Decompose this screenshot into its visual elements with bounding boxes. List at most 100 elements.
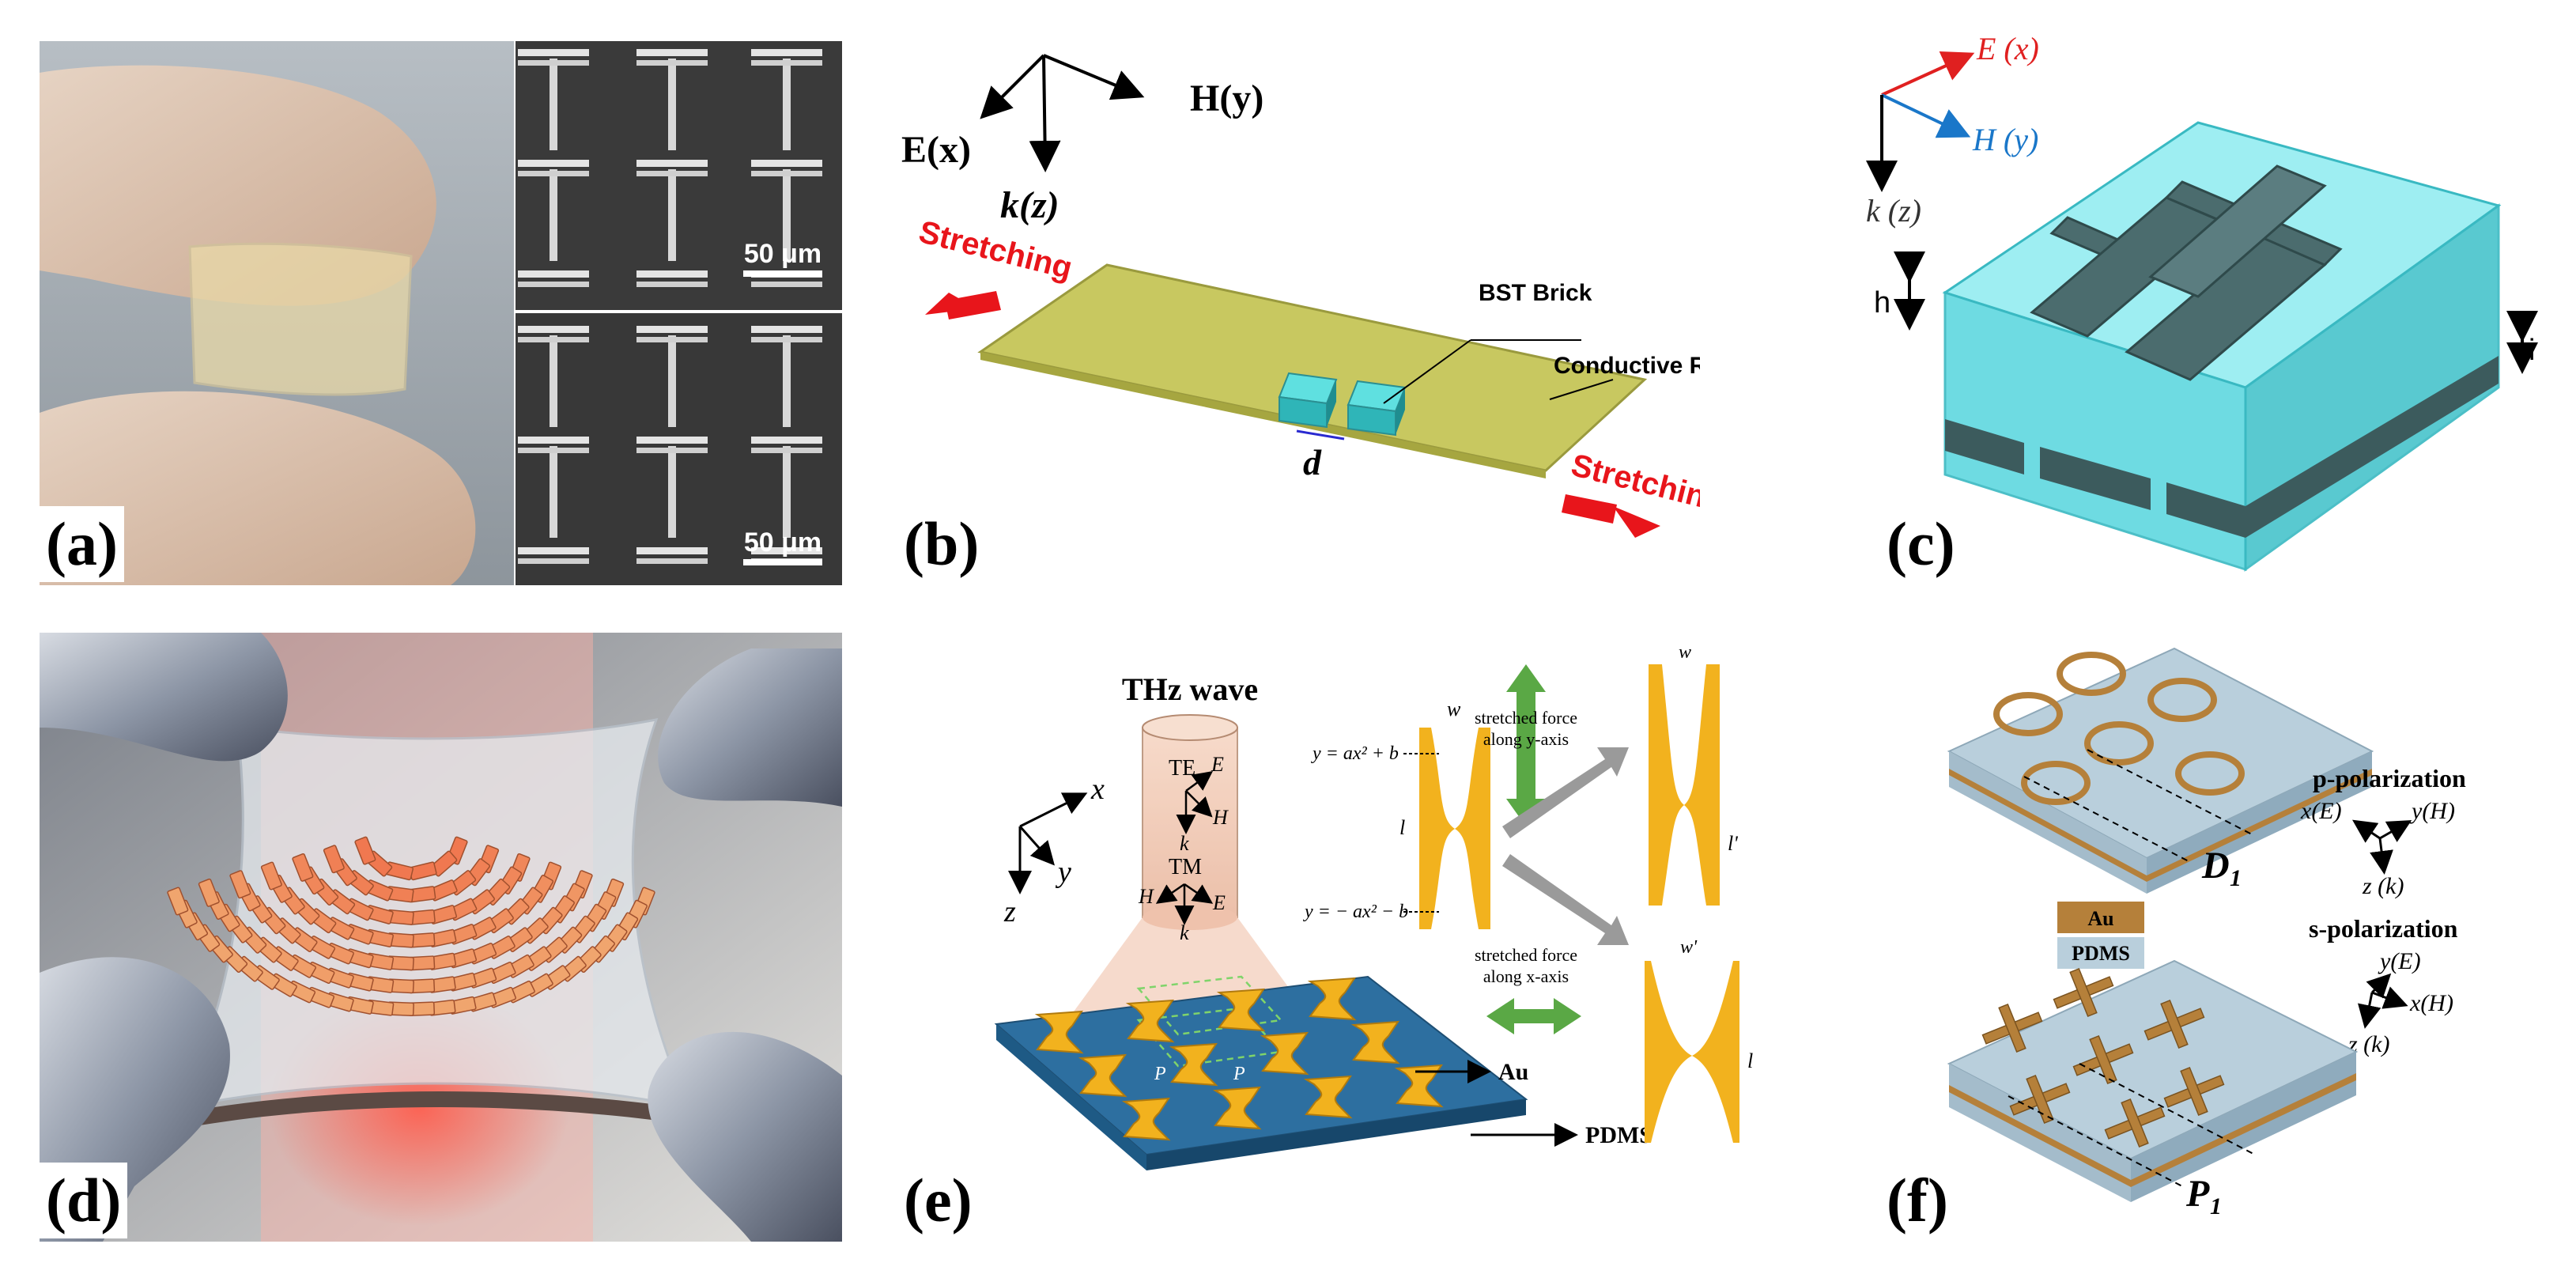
au-resonator	[1216, 988, 1266, 1032]
cross-arm-v	[2160, 999, 2189, 1049]
scalebar-top-label: 50 μm	[744, 239, 822, 269]
panel-a-figure: 50 μm 50 μm	[40, 41, 842, 585]
axis-y-label-e: y	[1055, 856, 1071, 889]
au-resonator	[1394, 1064, 1444, 1108]
tm-vectors	[1155, 883, 1214, 925]
axis-k-label-c: k (z)	[1866, 193, 1921, 229]
sem-bar	[636, 270, 708, 278]
scalebar-top	[743, 270, 822, 277]
thz-wave-title: THz wave	[1122, 671, 1258, 707]
x-e-label: x(E)	[2300, 798, 2342, 824]
bottom-slab-au-layer	[1949, 1073, 2356, 1187]
te-vectors	[1176, 771, 1214, 834]
l-prime-label: l'	[1728, 832, 1738, 855]
period-px-label: P	[1233, 1064, 1245, 1084]
legend-pdms-label: PDMS	[2072, 942, 2130, 965]
force-x-line2: along x-axis	[1483, 966, 1569, 986]
te-label: TE	[1169, 756, 1195, 781]
unit-shape-y-stretched	[1649, 664, 1720, 906]
sem-stem	[668, 335, 676, 427]
unit-shape-x-stretched	[1645, 961, 1739, 1143]
dark-strip-3	[2166, 482, 2246, 538]
panel-e: THz wave TE TM E H k H E k x y z	[973, 648, 1811, 1202]
eq-top-label: y = ax² + b	[1311, 743, 1399, 764]
sem-bar	[751, 171, 822, 176]
au-resonator	[1260, 1031, 1309, 1076]
panel-f-label: (f)	[1880, 1163, 1955, 1238]
bst-brick-right	[1347, 380, 1407, 437]
pdms-substrate-side	[996, 1024, 1146, 1170]
gray-arrow-up	[1502, 747, 1629, 838]
sem-bar	[751, 282, 822, 287]
axis-x-label-e: x	[1090, 773, 1105, 806]
sem-bar	[636, 60, 708, 66]
sem-bar	[636, 160, 708, 167]
sem-bar	[518, 282, 589, 287]
cross-arm-v	[2089, 1034, 2117, 1085]
te-k-label: k	[1180, 832, 1189, 855]
cross-arm-v	[1998, 1003, 2026, 1053]
sem-stem	[668, 169, 676, 261]
sem-stem	[550, 446, 557, 538]
au-resonator	[1303, 1075, 1353, 1119]
axis-h-arrow-c	[1881, 93, 1971, 138]
brick-element	[354, 836, 376, 865]
beam-top-ellipse	[1142, 714, 1238, 741]
d1-dash-a	[2023, 776, 2191, 863]
force-y-line2: along y-axis	[1483, 729, 1569, 749]
unit-shape-original	[1419, 728, 1490, 929]
i-label: i	[2529, 334, 2535, 367]
gap-d-indicator	[1296, 429, 1345, 440]
sem-bar	[518, 171, 589, 176]
au-resonator	[1121, 1097, 1171, 1141]
sem-bar	[518, 49, 589, 56]
x-h-label: x(H)	[2409, 990, 2453, 1016]
d1-label: D	[2201, 845, 2230, 887]
s-pol-triad	[2357, 973, 2408, 1029]
panel-d-figure	[40, 633, 842, 1242]
p1-subscript: 1	[2210, 1193, 2222, 1219]
brick-element	[323, 845, 345, 874]
sem-bar	[636, 282, 708, 287]
cross-arm-v	[2180, 1066, 2208, 1117]
axis-e-label-c: E (x)	[1976, 31, 2039, 66]
panel-e-label: (e)	[897, 1163, 979, 1238]
stretch-left-arrow	[925, 291, 1001, 320]
bst-brick-left	[1278, 372, 1338, 429]
sem-bar	[751, 49, 822, 56]
axis-e-label: E(x)	[901, 129, 971, 171]
l-label-x: l	[1747, 1049, 1753, 1072]
sem-stem	[550, 335, 557, 427]
te-h-label: H	[1212, 806, 1229, 829]
y-e-label: y(E)	[2378, 948, 2421, 974]
sem-bar	[636, 49, 708, 56]
sem-stem	[783, 335, 791, 427]
p-pol-triad	[2352, 819, 2412, 875]
panel-f-figure: D 1 p-polarization x(E) y(H) z (k) Au PD…	[1947, 647, 2466, 1219]
panel-b-figure: H(y) E(x) k(z) Stretching d BST Brick Co…	[901, 54, 1700, 538]
z-k-top-label: z (k)	[2362, 873, 2404, 899]
axis-k-label: k(z)	[1000, 184, 1059, 226]
finger-bottom	[40, 391, 476, 585]
brick-element	[167, 887, 189, 916]
brick-element	[292, 853, 314, 882]
w-label: w	[1447, 698, 1461, 720]
sem-bar	[751, 448, 822, 453]
sem-bar	[518, 326, 589, 333]
sem-stem	[783, 446, 791, 538]
panel-d	[40, 633, 842, 1242]
ring-array	[1993, 652, 2245, 805]
sem-bar	[518, 437, 589, 444]
panel-a-label: (a)	[40, 506, 124, 582]
clamp-top-right	[658, 648, 842, 807]
sem-stem	[668, 446, 676, 538]
unit-cell-box	[1136, 975, 1283, 1068]
rubber-edge	[980, 352, 1546, 478]
axis-e-arrow-c	[1881, 51, 1975, 96]
top-slab-surface	[1947, 647, 2374, 860]
panel-c: E (x) H (y) k (z) h i	[1850, 24, 2546, 585]
force-x-line1: stretched force	[1475, 945, 1577, 965]
p-polarization-label: p-polarization	[2313, 764, 2466, 792]
w-label-y: w	[1679, 648, 1691, 663]
clamp-bottom-right	[648, 1031, 842, 1242]
